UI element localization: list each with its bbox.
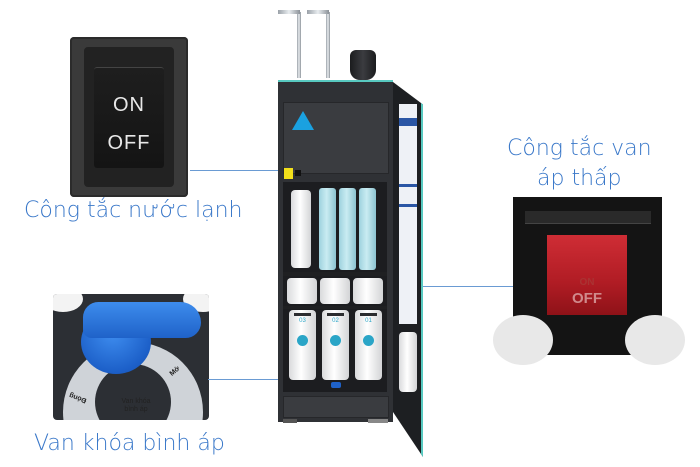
switch-on-label: ON [113,94,145,116]
switch-off-label: OFF [572,290,602,307]
low-pressure-switch-photo: ON OFF [493,197,685,365]
filter-number: 01 [365,318,372,324]
filter-compartment: 03 02 01 [283,182,387,392]
filter-number: 03 [299,318,306,324]
door-instruction-sheet [399,104,417,324]
sheet-divider [399,184,417,187]
tds-meter [350,50,376,80]
blue-tank-valve-on-machine [331,382,341,388]
faucet-right-spout [307,10,329,14]
filter-badge-icon [297,335,308,346]
cabinet-foot [368,419,388,423]
white-fitting [625,315,685,365]
low-pressure-switch-label-line2: áp thấp [537,166,622,191]
blue-filter-cartridge [319,188,336,270]
sheet-header [399,118,417,126]
filter-number: 02 [332,318,339,324]
top-control-panel [283,102,389,174]
filter-cap [320,278,350,304]
cabinet-foot [283,419,297,423]
filter-cartridge-03: 03 [289,310,316,380]
cold-water-switch-photo: ON OFF [70,37,188,197]
tank-lock-valve-photo: Đóng Van khóa bình áp Mở [53,294,209,420]
faucet-left [297,12,301,78]
filter-badge-icon [330,335,341,346]
filter-cap [287,278,317,304]
sheet-divider [399,204,417,207]
tank-lock-valve-label: Van khóa bình áp [34,431,225,456]
red-rocker-switch: ON OFF [547,235,627,315]
cabinet-door-open [393,82,423,457]
prefilter-cartridge [291,190,311,268]
callout-line-tank-valve [208,379,293,380]
filter-cartridge-02: 02 [322,310,349,380]
filter-badge-icon [363,335,374,346]
rocker-switch: ON OFF [94,67,164,168]
switch-bezel: ON OFF [84,47,174,187]
filter-behind-door [399,332,417,392]
cold-water-switch-sticker [284,168,293,179]
bottom-panel [283,396,389,418]
dial-center-label-line2: bình áp [124,406,148,413]
shelf [283,306,387,309]
faucet-left-spout [278,10,300,14]
blue-filter-cartridge [339,188,356,270]
filter-cartridge-01: 01 [355,310,382,380]
callout-line-low-pressure [383,286,513,287]
switch-off-label: OFF [107,132,151,154]
faucet-right [326,12,330,78]
blue-valve-lever [83,302,201,338]
shelf [283,272,387,276]
switch-slot [525,211,651,224]
warning-triangle-icon [292,111,314,130]
white-fitting [493,315,553,365]
switch-on-label: ON [579,277,595,288]
purifier-cabinet: 03 02 01 [278,80,393,422]
low-pressure-switch-label-line1: Công tắc van [507,136,652,161]
dial-center-label-line1: Van khóa [121,398,151,405]
filter-cap [353,278,383,304]
cartridge-label-strip [327,313,344,316]
cartridge-label-strip [294,313,311,316]
callout-line-cold-water [190,170,290,171]
cartridge-label-strip [360,313,377,316]
cold-water-switch-on-machine [295,170,301,176]
dial-inner-cutout [95,364,171,420]
cold-water-switch-label: Công tắc nước lạnh [24,198,243,223]
blue-filter-cartridge [359,188,376,270]
white-fitting [53,294,83,312]
